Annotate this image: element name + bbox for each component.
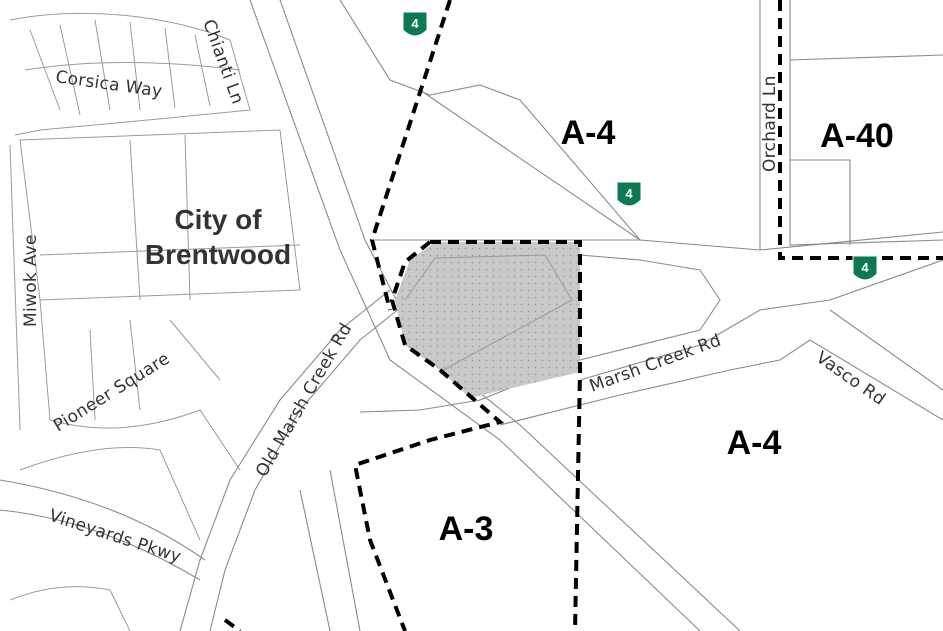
svg-text:4: 4 [625,186,633,201]
label-chianti-ln: Chianti Ln [198,17,247,107]
zone-label-a4-south: A-4 [727,424,782,462]
zoning-boundaries [223,0,943,631]
site-parcel-line [404,254,573,373]
label-vineyards-pkwy: Vineyards Pkwy [46,506,183,568]
svg-text:4: 4 [861,260,869,275]
label-corsica-way: Corsica Way [54,67,163,102]
svg-text:4: 4 [411,16,419,31]
zone-label-a40: A-40 [820,117,894,155]
highway-4-shield-north: 4 [402,11,428,37]
zone-label-a3: A-3 [439,510,494,548]
label-vasco-rd: Vasco Rd [812,348,889,410]
city-label-line1: City of [174,204,262,235]
label-miwok-ave: Miwok Ave [21,234,41,327]
zone-label-a4-north: A-4 [561,114,616,152]
project-site [395,242,580,398]
highway-4-shield-east: 4 [852,255,878,281]
residential-parcels [9,12,301,631]
highway-4-shield-middle: 4 [616,181,642,207]
label-orchard-ln: Orchard Ln [760,75,780,172]
label-old-marsh-creek-rd: Old Marsh Creek Rd [252,320,356,481]
city-label-line2: Brentwood [145,239,291,270]
